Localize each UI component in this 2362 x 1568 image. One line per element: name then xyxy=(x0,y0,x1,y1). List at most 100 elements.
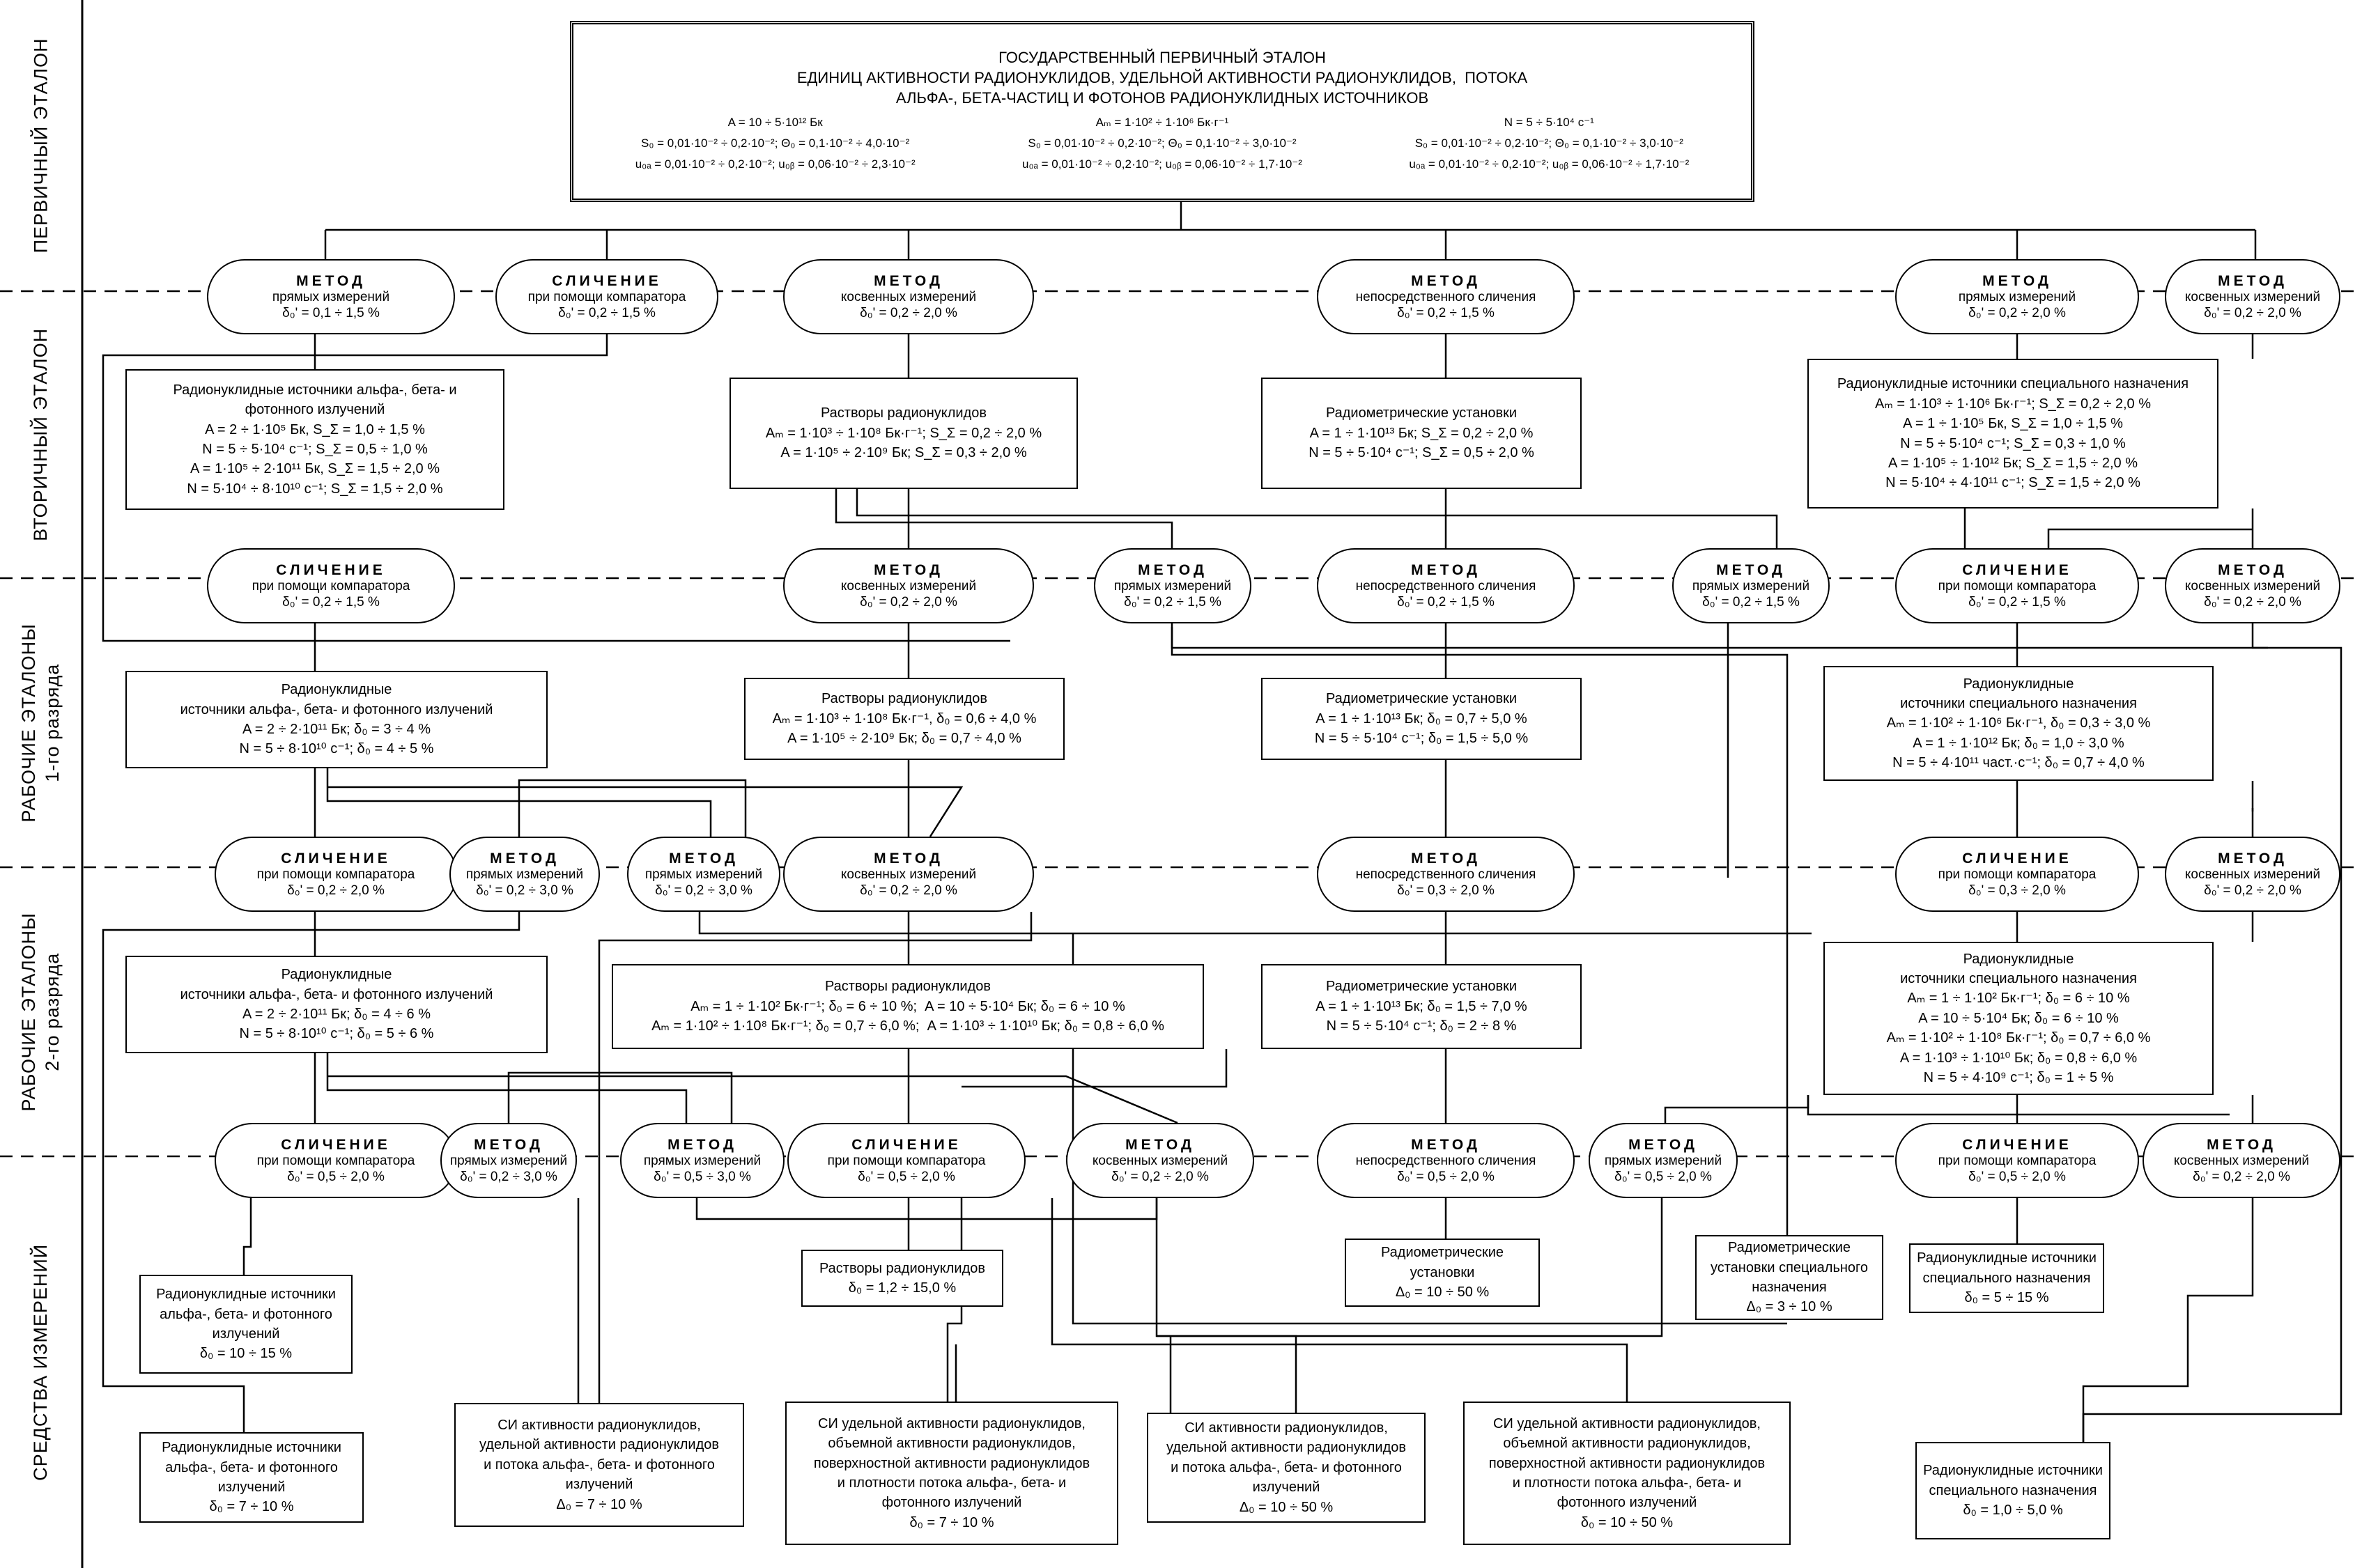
box-title: Радионуклидные источники альфа-, бета- и… xyxy=(173,382,457,418)
standard-box[interactable]: Радиометрические установки специального … xyxy=(1695,1235,1883,1320)
method-head: МЕТОД xyxy=(1411,850,1481,867)
method-head: МЕТОД xyxy=(1125,1136,1195,1153)
box-title: СИ удельной активности радионуклидов, об… xyxy=(813,1415,1090,1511)
standard-box[interactable]: СИ активности радионуклидов, удельной ак… xyxy=(454,1403,744,1527)
formula-text: S₀ = 0,01·10⁻² ÷ 0,2·10⁻²; Θ₀ = 0,1·10⁻²… xyxy=(1414,137,1683,150)
box-value-line: N = 5 ÷ 4·10¹¹ част.·с⁻¹; δ₀ = 0,7 ÷ 4,0… xyxy=(1892,755,2145,771)
connector-line xyxy=(695,1198,1158,1220)
box-value-line: A = 2 ÷ 1·10⁵ Бк, S_Σ = 1,0 ÷ 1,5 % xyxy=(205,421,425,437)
method-val: δ₀' = 0,2 ÷ 3,0 % xyxy=(460,1169,557,1184)
method-head: МЕТОД xyxy=(296,272,366,289)
connector-line xyxy=(962,1049,1228,1088)
connector-line xyxy=(2082,1198,2254,1442)
method-head: МЕТОД xyxy=(2218,561,2287,578)
box-title: Радионуклидные источники специального на… xyxy=(1917,1250,2097,1286)
standard-box[interactable]: СИ удельной активности радионуклидов, об… xyxy=(785,1402,1118,1545)
box-value-line: N = 5·10⁴ ÷ 8·10¹⁰ с⁻¹; S_Σ = 1,5 ÷ 2,0 … xyxy=(187,481,443,497)
method-sub: непосредственного сличения xyxy=(1355,578,1536,593)
connector-line xyxy=(327,1075,1178,1124)
standard-box[interactable]: Радионуклидные источники альфа-, бета- и… xyxy=(125,956,548,1053)
method-val: δ₀' = 0,3 ÷ 2,0 % xyxy=(1397,883,1495,898)
connector-line xyxy=(1171,627,1789,1235)
standard-box[interactable]: Радионуклидные источники альфа-, бета- и… xyxy=(125,369,504,510)
method-sub: при помощи компаратора xyxy=(527,289,686,304)
box-value-line: Aₘ = 1 ÷ 1·10² Бк·г⁻¹; δ₀ = 6 ÷ 10 % xyxy=(1907,991,2130,1007)
box-value-line: δ₀ = 10 ÷ 15 % xyxy=(199,1346,293,1362)
standard-box[interactable]: Радионуклидные источники специального на… xyxy=(1823,942,2214,1095)
formula-text: u₀ₐ = 0,01·10⁻² ÷ 0,2·10⁻²; u₀ᵦ = 0,06·1… xyxy=(1022,157,1302,171)
box-value-line: N = 5 ÷ 8·10¹⁰ с⁻¹; δ₀ = 5 ÷ 6 % xyxy=(239,1026,434,1042)
standard-box[interactable]: Радионуклидные источники альфа-, бета- и… xyxy=(139,1432,364,1523)
standard-box[interactable]: СИ активности радионуклидов, удельной ак… xyxy=(1147,1413,1426,1523)
standard-box[interactable]: Радионуклидные источники альфа-, бета- и… xyxy=(139,1275,353,1374)
standard-box[interactable]: СИ удельной активности радионуклидов, об… xyxy=(1463,1402,1791,1545)
box-value-line: N = 5 ÷ 8·10¹⁰ с⁻¹; δ₀ = 4 ÷ 5 % xyxy=(239,741,434,757)
formula-text: S₀ = 0,01·10⁻² ÷ 0,2·10⁻²; Θ₀ = 0,1·10⁻²… xyxy=(1028,137,1297,150)
standard-box[interactable]: Радионуклидные источники специального на… xyxy=(1909,1243,2104,1313)
method-head: МЕТОД xyxy=(474,1136,543,1153)
formula-text: N = 5 ÷ 5·10⁴ с⁻¹ xyxy=(1504,116,1594,130)
standard-box[interactable]: Радионуклидные источники специального на… xyxy=(1823,666,2214,781)
box-value-line: A = 1 ÷ 1·10¹³ Бк; δ₀ = 1,5 ÷ 7,0 % xyxy=(1315,998,1527,1014)
method-val: δ₀' = 0,5 ÷ 2,0 % xyxy=(1397,1169,1495,1184)
method-sub: прямых измерений xyxy=(1113,578,1232,593)
box-title: Радиометрические установки xyxy=(1380,1245,1504,1280)
method-val: δ₀' = 0,5 ÷ 2,0 % xyxy=(858,1169,955,1184)
connector-line xyxy=(1072,933,1787,1325)
method-head: МЕТОД xyxy=(2218,272,2287,289)
box-value-line: N = 5·10⁴ ÷ 4·10¹¹ с⁻¹; S_Σ = 1,5 ÷ 2,0 … xyxy=(1885,475,2140,491)
box-title: Растворы радионуклидов xyxy=(824,979,991,995)
band-label-secondary: ВТОРИЧНЫЙ ЭТАЛОН xyxy=(0,291,82,578)
method-val: δ₀' = 0,2 ÷ 1,5 % xyxy=(1397,305,1495,320)
method-sub: косвенных измерений xyxy=(2173,1153,2310,1168)
method-val: δ₀' = 0,2 ÷ 2,0 % xyxy=(2204,883,2301,898)
connector-line xyxy=(698,912,1812,935)
box-value-line: Aₘ = 1·10³ ÷ 1·10⁶ Бк·г⁻¹; S_Σ = 0,2 ÷ 2… xyxy=(1874,396,2151,412)
method-sub: при помощи компаратора xyxy=(1938,867,2097,882)
standard-box[interactable]: Радионуклидные источники специального на… xyxy=(1915,1442,2110,1539)
standard-box[interactable]: Радионуклидные источники специального на… xyxy=(1807,359,2218,509)
method-head: МЕТОД xyxy=(874,561,943,578)
connector-line xyxy=(242,1198,252,1275)
standard-box[interactable]: Радионуклидные источники альфа-, бета- и… xyxy=(125,671,548,768)
box-title: Радиометрические установки специального … xyxy=(1710,1240,1869,1295)
